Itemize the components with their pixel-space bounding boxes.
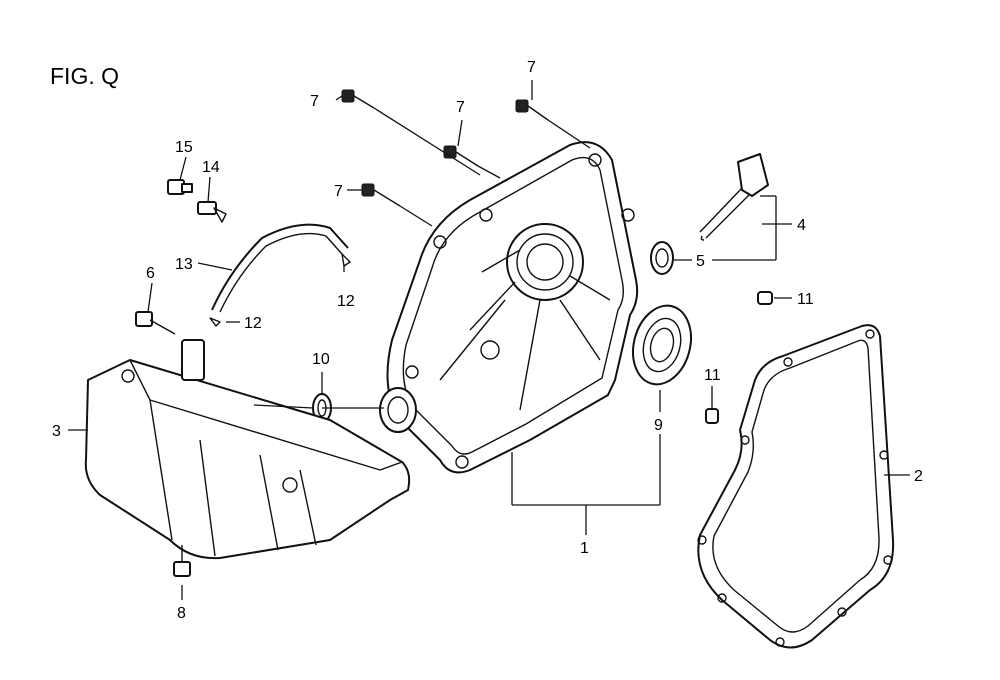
- callout-12-lower: 12: [244, 315, 262, 332]
- callout-7-left: 7: [334, 183, 343, 200]
- bolt-part-7-upper-left: [341, 89, 375, 109]
- dowel-pin-upper-part-11: [757, 291, 773, 305]
- callout-4: 4: [797, 217, 806, 234]
- fuel-tank-part-3: [84, 339, 411, 560]
- drain-bolt-part-8: [173, 545, 191, 577]
- callout-3: 3: [52, 423, 61, 440]
- callout-7-upper-left: 7: [310, 93, 319, 110]
- bolt-part-15: [167, 179, 193, 195]
- bolt-part-6: [135, 311, 176, 335]
- callout-15: 15: [175, 139, 193, 156]
- callout-9: 9: [654, 417, 663, 434]
- dowel-pin-lower-part-11: [705, 408, 719, 424]
- callout-5: 5: [696, 253, 705, 270]
- case-cover-part-1: [379, 141, 639, 474]
- callout-7-top: 7: [527, 59, 536, 76]
- leader-lines: [68, 80, 910, 600]
- callout-6: 6: [146, 265, 155, 282]
- tube-clip-upper-part-12: [341, 253, 351, 267]
- callout-labels: 1 2 3 4 5 6 7 7 7 7 8 9 10 11 11 12 12 1…: [52, 59, 923, 622]
- gasket-part-2: [697, 324, 895, 649]
- callout-12-upper: 12: [337, 293, 355, 310]
- o-ring-part-5: [650, 241, 674, 275]
- fitting-part-14: [197, 201, 227, 223]
- bolt-part-7-left: [361, 183, 401, 207]
- fuel-tube-part-13: [211, 223, 349, 313]
- oil-filler-cap-part-4: [699, 153, 769, 241]
- callout-8: 8: [177, 605, 186, 622]
- callout-14: 14: [202, 159, 220, 176]
- figure-title: FIG. Q: [50, 63, 119, 89]
- callout-7-upper-mid: 7: [456, 99, 465, 116]
- callout-11-upper: 11: [797, 291, 814, 308]
- callout-10: 10: [312, 351, 330, 368]
- bolt-part-7-top: [515, 99, 549, 121]
- callout-1: 1: [580, 540, 589, 557]
- callout-2: 2: [914, 468, 923, 485]
- tube-clip-lower-part-12: [209, 317, 221, 327]
- oil-seal-part-9: [632, 304, 692, 386]
- callout-13: 13: [175, 256, 193, 273]
- callout-11-lower: 11: [704, 367, 721, 384]
